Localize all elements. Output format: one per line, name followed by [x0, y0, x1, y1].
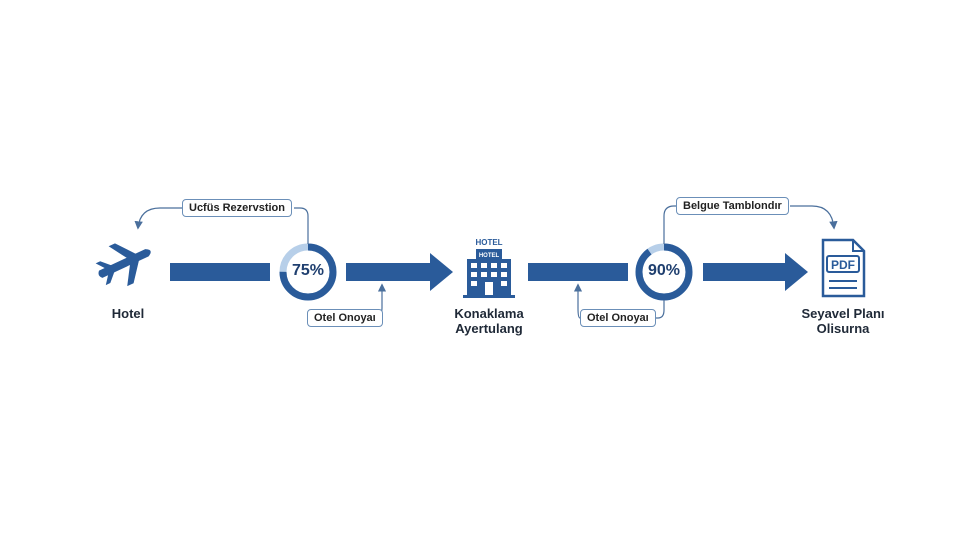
- node-label-end-line-2: Olisurna: [816, 321, 870, 336]
- callout-bottom-left: Otel Onoyaı: [307, 309, 383, 327]
- progress-ring-2-value: [635, 243, 693, 301]
- flow-bar-3: [528, 263, 628, 281]
- connector-top-right-ring: [663, 205, 676, 244]
- progress-ring-1-value: [279, 243, 337, 301]
- connector-top-right: [790, 205, 838, 230]
- connector-top-left-ring: [294, 207, 309, 244]
- airplane-icon: [95, 243, 151, 287]
- node-label-lodging: Konaklama Ayertulang: [439, 306, 539, 336]
- node-label-end: Seyavel Planı Olisurna: [791, 306, 895, 336]
- callout-top-left: Ucfüs Rezervstion: [182, 199, 292, 217]
- hotel-building-icon: HOTEL HOTEL: [463, 238, 515, 298]
- hotel-sign-small: HOTEL: [479, 253, 500, 259]
- pdf-document-icon: PDF: [821, 238, 866, 298]
- node-label-lodging-line-2: Ayertulang: [455, 321, 523, 336]
- hotel-sign-top: HOTEL: [475, 238, 502, 247]
- flow-arrow-2: [346, 253, 453, 291]
- progress-ring-1: [279, 243, 337, 301]
- node-label-end-line-1: Seyavel Planı: [801, 306, 885, 321]
- flow-bar-1: [170, 263, 270, 281]
- node-label-start: Hotel: [111, 306, 145, 321]
- flow-arrow-4: [703, 253, 808, 291]
- connector-bottom-right: [573, 283, 583, 319]
- connector-bottom-right-ring: [656, 300, 665, 319]
- connector-top-left: [134, 207, 182, 230]
- callout-top-right: Belgue Tamblondır: [676, 197, 789, 215]
- progress-ring-2: [635, 243, 693, 301]
- pdf-label: PDF: [831, 258, 855, 272]
- progress-label-1: 75%: [291, 262, 325, 279]
- progress-label-2: 90%: [647, 262, 681, 279]
- callout-bottom-right: Otel Onoyaı: [580, 309, 656, 327]
- node-label-lodging-line-1: Konaklama: [454, 306, 524, 321]
